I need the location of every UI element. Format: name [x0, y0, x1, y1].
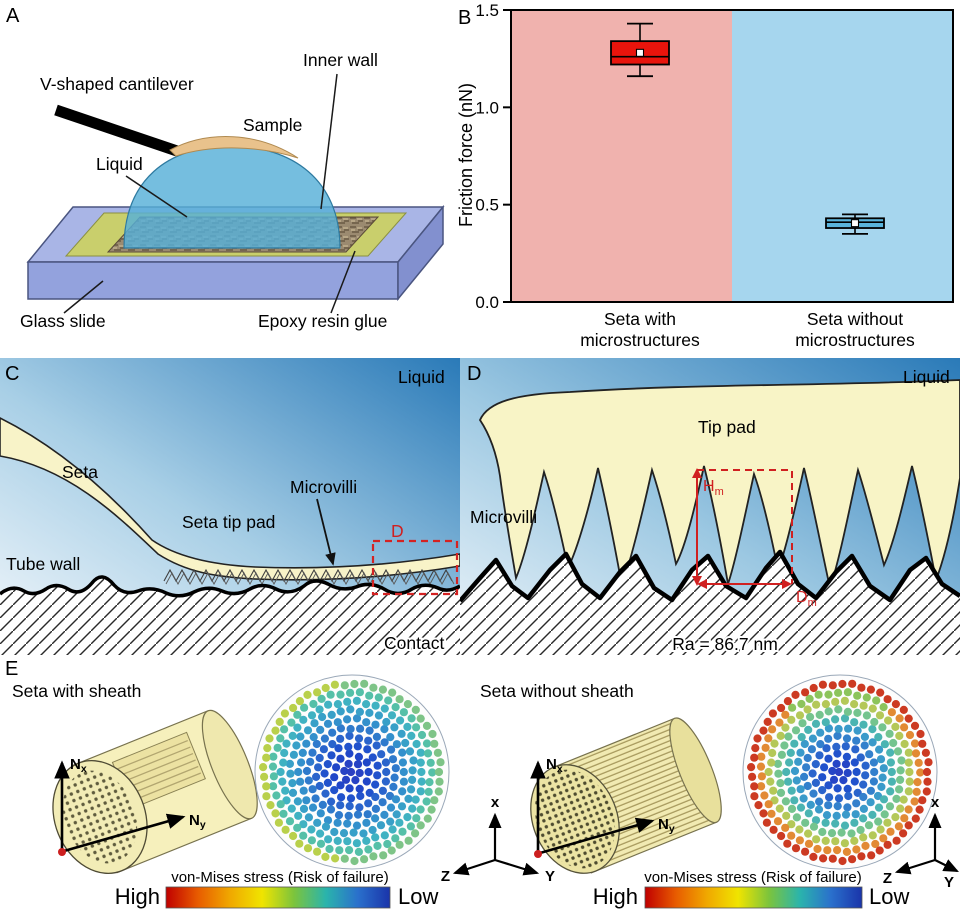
glass-slide-pointer: [63, 280, 104, 314]
y-tick-label: 1.0: [475, 98, 499, 117]
nx-label-2: Nx: [546, 756, 563, 775]
hm-arrowhead-bottom: [692, 576, 702, 586]
tip-pad-label: Tip pad: [698, 417, 756, 437]
mean-marker: [850, 219, 860, 228]
x-category-label: microstructures: [580, 330, 700, 350]
cantilever-rod: [54, 104, 179, 157]
inset-box: [371, 539, 459, 596]
panel-d-label: D: [467, 363, 481, 385]
stress-caption-1: von-Mises stress (Risk of failure): [171, 869, 389, 886]
mean-marker: [635, 48, 645, 57]
dm-arrowhead-left: [697, 579, 707, 589]
x-category-label: microstructures: [795, 330, 915, 350]
x-category-label: Seta with: [604, 309, 676, 329]
cylinder-with-sheath: [52, 709, 258, 875]
panel-a: A V-shaped cantilever Inner wall Sample …: [6, 5, 445, 333]
glass-slide-side: [397, 204, 444, 302]
colorbar-2: [644, 886, 863, 909]
region-without-bg: [732, 10, 953, 302]
y-tick-label: 0.0: [475, 293, 499, 312]
epoxy-label: Epoxy resin glue: [258, 311, 387, 331]
with-sheath-label: Seta with sheath: [12, 681, 141, 701]
substrate-hatch: [0, 576, 460, 655]
sample-label: Sample: [243, 115, 302, 135]
colorbar-1: [165, 886, 391, 909]
plot-frame: [510, 9, 954, 303]
high-label-2: High: [593, 884, 638, 909]
hm-arrowhead-top: [692, 468, 702, 478]
sample-strip: [169, 136, 299, 159]
cantilever-label: V-shaped cantilever: [40, 74, 194, 94]
liquid-label: Liquid: [96, 154, 143, 174]
glass-slide-front: [27, 261, 399, 300]
inset-box-label: D: [391, 521, 404, 541]
inner-wall-pointer: [320, 73, 338, 210]
inner-wall-label: Inner wall: [303, 50, 378, 70]
glass-slide-label: Glass slide: [20, 311, 106, 331]
seta-shape: [0, 417, 460, 581]
dm-arrowhead-right: [782, 579, 792, 589]
measurement-dashed-lines: [697, 469, 793, 584]
x-axis-label-2: x: [931, 794, 940, 811]
origin-dot-1: [58, 848, 66, 856]
fiber-cap-dots: [62, 770, 138, 864]
box-series-0: [610, 22, 670, 78]
fiber-cap-dots-2: [534, 769, 616, 869]
substrate-hatch-d: [460, 552, 960, 655]
contact-label: Contact: [384, 633, 444, 653]
without-sheath-label: Seta without sheath: [480, 681, 634, 701]
cross-section-with-sheath: [259, 679, 445, 866]
liquid-label-c: Liquid: [398, 367, 445, 387]
microvilli-label-c: Microvilli: [290, 477, 357, 497]
high-label-1: High: [115, 884, 160, 909]
origin-dot-2: [534, 850, 542, 858]
hm-label: Hm: [703, 478, 724, 498]
seta-label: Seta: [62, 462, 98, 482]
y-axis-label-1: Y: [545, 868, 555, 885]
nx-label-1: Nx: [70, 756, 87, 775]
dm-label: Dm: [796, 589, 817, 609]
panel-b-label: B: [458, 7, 471, 29]
panel-d: D Liquid Tip pad Microvilli Hm Dm Ra = 8…: [460, 358, 960, 655]
ny-label-1: Ny: [189, 812, 206, 831]
y-axis-title: Friction force (nN): [456, 83, 476, 227]
low-label-2: Low: [869, 884, 909, 909]
xyz-axes-1: x Y Z: [441, 794, 555, 885]
liquid-label-d: Liquid: [903, 367, 950, 387]
ny-axis-arrow-2: [539, 817, 655, 855]
xyz-axes-2: x Y Z: [883, 794, 959, 891]
tube-wall-label: Tube wall: [6, 554, 80, 574]
z-axis-label-1: Z: [441, 868, 450, 885]
y-axis-label-2: Y: [944, 874, 954, 891]
box-series-1: [825, 213, 885, 235]
cylinder-without-sheath: [530, 717, 722, 874]
roughness-label: Ra = 86.7 nm: [672, 634, 778, 654]
low-label-1: Low: [398, 884, 438, 909]
y-tick-label: 1.5: [475, 1, 499, 20]
x-axis-label-1: x: [491, 794, 500, 811]
y-tick-label: 0.5: [475, 196, 499, 215]
epoxy-pointer: [330, 250, 356, 314]
seta-tip-pad-label: Seta tip pad: [182, 512, 275, 532]
stress-caption-2: von-Mises stress (Risk of failure): [644, 869, 862, 886]
fiber-lines-cutout: [117, 739, 202, 803]
panel-e-label: E: [5, 658, 18, 680]
microvilli-arrow: [316, 498, 336, 566]
microvilli-label-d: Microvilli: [470, 507, 537, 527]
panel-e: E Seta with sheath Nx Ny x Y Z von-Mises…: [5, 658, 959, 909]
ny-axis-arrow-1: [63, 813, 186, 853]
z-axis-label-2: Z: [883, 870, 892, 887]
x-category-label: Seta without: [807, 309, 903, 329]
ny-label-2: Ny: [658, 816, 675, 835]
rough-surface-d: [460, 549, 960, 603]
tube-wall-surface: [0, 575, 460, 598]
panel-a-label: A: [6, 5, 20, 27]
cross-section-without-sheath: [747, 679, 933, 866]
panel-c-label: C: [5, 363, 19, 385]
liquid-pointer: [125, 175, 188, 218]
panel-c: C Liquid Seta Seta tip pad Microvilli Tu…: [0, 358, 460, 655]
